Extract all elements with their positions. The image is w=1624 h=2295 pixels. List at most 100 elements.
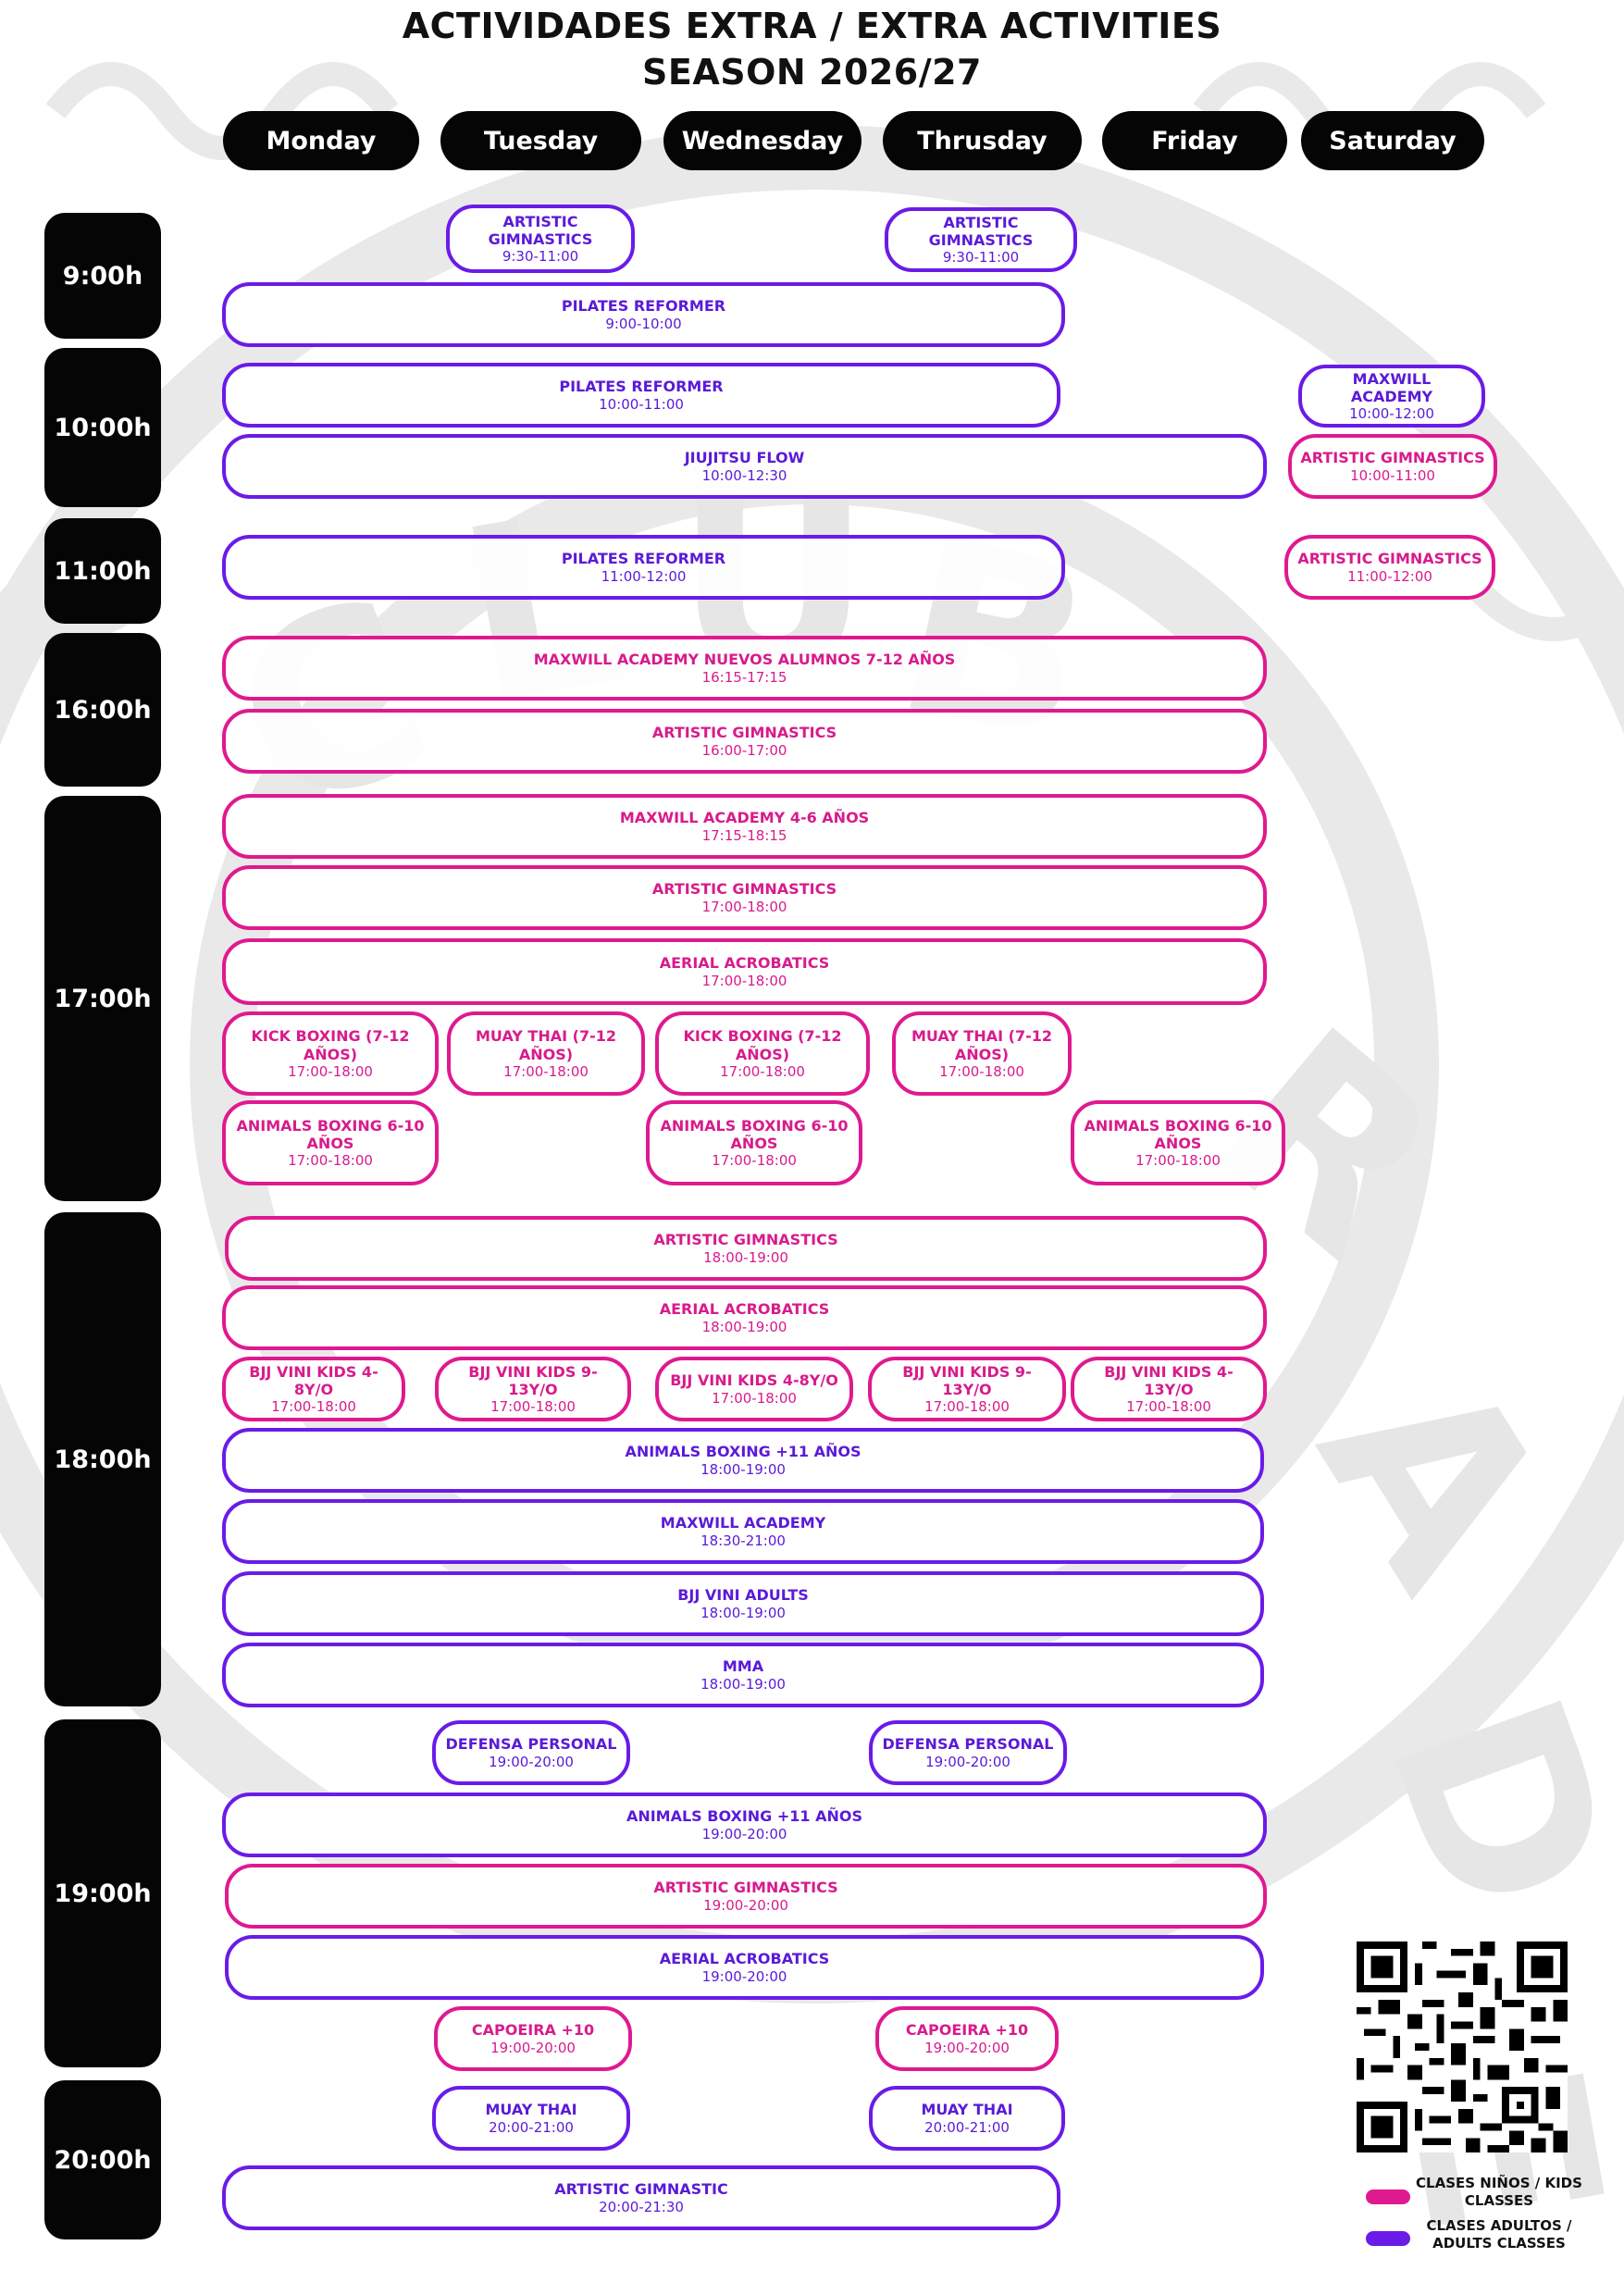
class-time: 19:00-20:00 [490,2039,576,2056]
page-subtitle: SEASON 2026/27 [642,52,982,93]
legend-kids-label: CLASES NIÑOS / KIDS CLASSES [1416,2175,1582,2209]
class-name: PILATES REFORMER [561,550,726,568]
hour-label-9: 9:00h [44,213,161,339]
class-name: MUAY THAI [485,2101,577,2119]
class-name: ANIMALS BOXING +11 AÑOS [625,1443,862,1461]
hour-label-11: 11:00h [44,518,161,624]
day-header-friday: Friday [1102,111,1287,170]
class-name: ARTISTIC GIMNASTICS [928,213,1034,249]
class-time: 9:30-11:00 [502,248,579,266]
class-time: 17:00-18:00 [271,1398,356,1416]
class-name: KICK BOXING (7-12 AÑOS) [683,1027,842,1063]
class-name: BJJ VINI KIDS 4-8Y/O [670,1371,838,1390]
class-name: BJJ VINI KIDS 9-13Y/O [902,1362,1032,1398]
class-time: 18:00-19:00 [701,1318,787,1335]
class-name: BJJ VINI KIDS 4-8Y/O [249,1362,378,1398]
class-name: MMA [722,1657,764,1676]
class-time: 17:00-18:00 [701,898,787,915]
class-time: 18:00-19:00 [700,1460,786,1478]
hour-label-19: 19:00h [44,1719,161,2067]
class-time: 17:15-18:15 [701,826,787,844]
class-name: ARTISTIC GIMNASTICS [1300,449,1485,467]
class-block[interactable]: MUAY THAI (7-12 AÑOS)17:00-18:00 [447,1011,645,1096]
qr-code-icon[interactable] [1357,1941,1568,2152]
class-time: 20:00-21:00 [924,2118,1010,2136]
watermark-letter: A [1265,1326,1602,1633]
class-time: 10:00-12:00 [1349,405,1434,423]
day-header-tuesday: Tuesday [440,111,641,170]
class-time: 17:00-18:00 [939,1062,1024,1080]
class-time: 10:00-12:30 [701,466,787,484]
class-time: 19:00-20:00 [925,1753,1010,1770]
class-name: MAXWILL ACADEMY NUEVOS ALUMNOS 7-12 AÑOS [533,651,956,669]
class-time: 18:00-19:00 [700,1675,786,1693]
class-name: ANIMALS BOXING +11 AÑOS [626,1807,863,1826]
class-name: MUAY THAI (7-12 AÑOS) [476,1027,616,1063]
class-time: 17:00-18:00 [1135,1152,1221,1170]
class-time: 19:00-20:00 [924,2039,1010,2056]
class-time: 11:00-12:00 [601,567,687,585]
class-name: ANIMALS BOXING 6-10 AÑOS [660,1116,849,1152]
class-time: 10:00-11:00 [599,395,684,413]
class-name: ARTISTIC GIMNASTICS [651,880,837,899]
class-block[interactable]: KICK BOXING (7-12 AÑOS)17:00-18:00 [222,1011,439,1096]
class-block[interactable]: KICK BOXING (7-12 AÑOS)17:00-18:00 [655,1011,870,1096]
class-time: 19:00-20:00 [701,1825,787,1842]
class-block[interactable]: MAXWILL ACADEMY NUEVOS ALUMNOS 7-12 AÑOS… [222,636,1267,701]
class-name: MAXWILL ACADEMY [660,1514,826,1532]
class-name: AERIAL ACROBATICS [659,1300,830,1319]
class-name: MUAY THAI (7-12 AÑOS) [911,1027,1052,1063]
class-time: 17:00-18:00 [288,1062,373,1080]
class-time: 17:00-18:00 [503,1062,589,1080]
hour-label-18: 18:00h [44,1212,161,1706]
class-time: 17:00-18:00 [712,1152,797,1170]
class-name: DEFENSA PERSONAL [882,1735,1054,1754]
class-name: AERIAL ACROBATICS [659,954,830,973]
class-time: 11:00-12:00 [1347,567,1432,585]
class-block[interactable]: MUAY THAI (7-12 AÑOS)17:00-18:00 [892,1011,1072,1096]
class-name: PILATES REFORMER [561,297,726,316]
class-time: 18:30-21:00 [700,1532,786,1549]
class-time: 17:00-18:00 [701,972,787,989]
class-name: JIUJITSU FLOW [684,449,805,467]
class-time: 9:00-10:00 [605,315,682,332]
class-name: ARTISTIC GIMNASTICS [488,212,593,248]
